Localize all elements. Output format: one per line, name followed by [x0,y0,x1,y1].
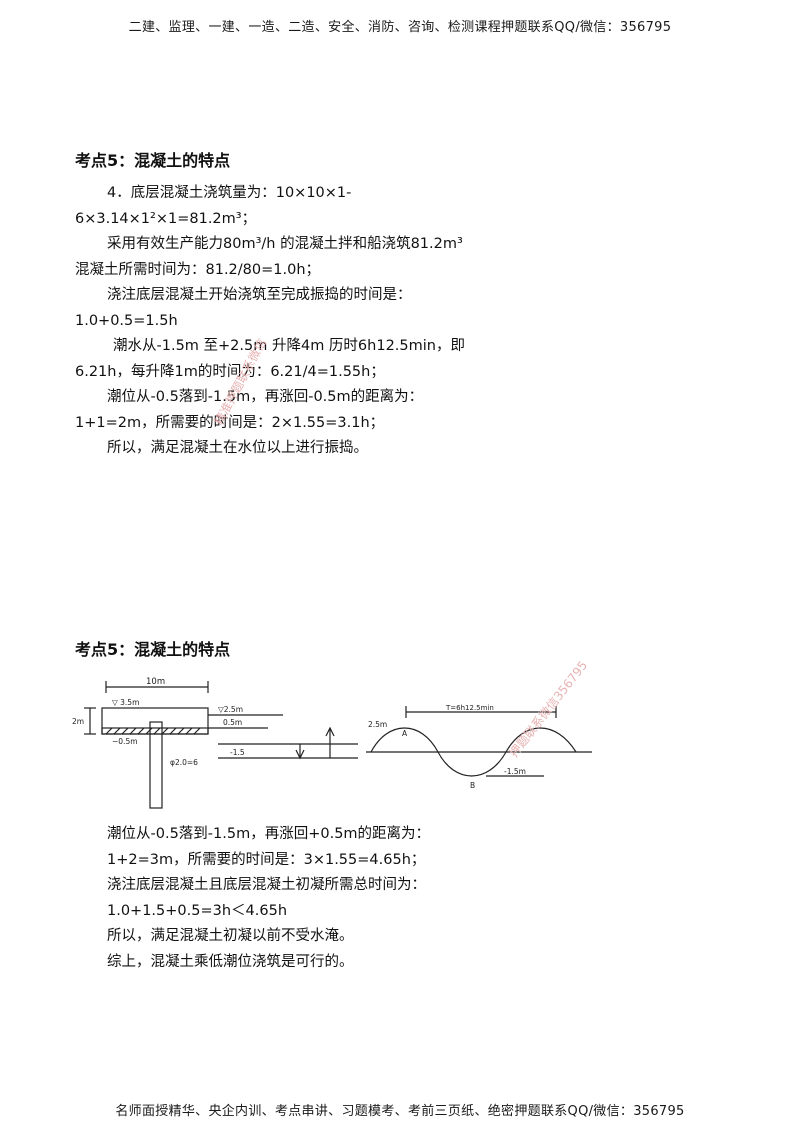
width-label: 10m [146,677,165,687]
caisson-section-figure: 10m ▽ 3.5m ▽2.5m 0.5m -1.5 −0.5m 2m φ2.0… [72,677,358,809]
point-b-label: B [470,781,475,790]
text-line: 4．底层混凝土浇筑量为：10×10×1- [107,185,352,201]
section-1-body: 4．底层混凝土浇筑量为：10×10×1- 6×3.14×1²×1=81.2m³；… [75,181,515,462]
tide-curve-figure: T=6h12.5min 2.5m -1.5m A B [366,704,592,790]
text-line: 采用有效生产能力80m³/h 的混凝土拌和船浇筑81.2m³ [107,236,463,252]
section-2-heading: 考点5：混凝土的特点 [75,640,231,659]
text-line: 1+1=2m，所需要的时间是：2×1.55=3.1h； [75,414,385,431]
section-1-heading: 考点5：混凝土的特点 [75,151,231,170]
text-line: 6.21h，每升降1m的时间为：6.21/4=1.55h； [75,363,385,380]
text-line: 浇注底层混凝土且底层混凝土初凝所需总时间为： [107,877,426,893]
level-c-label: -1.5 [230,748,245,757]
pile-label: φ2.0=6 [170,758,198,767]
text-line: 综上，混凝土乘低潮位浇筑是可行的。 [107,953,354,970]
level-b-label: 0.5m [223,718,242,727]
text-line: 1+2=3m，所需要的时间是：3×1.55=4.65h； [107,851,426,868]
level-a-label: ▽2.5m [218,705,243,714]
text-line: 1.0+0.5=1.5h [75,312,178,329]
page-header: 二建、监理、一建、一造、二造、安全、消防、咨询、检测课程押题联系QQ/微信：35… [128,20,672,35]
text-line: 所以，满足混凝土初凝以前不受水淹。 [107,928,354,944]
text-line: 所以，满足混凝土在水位以上进行振捣。 [107,440,368,456]
text-line: 1.0+1.5+0.5=3h＜4.65h [107,902,288,919]
text-line: 混凝土所需时间为：81.2/80=1.0h； [75,261,321,278]
text-line: 潮位从-0.5落到-1.5m，再涨回+0.5m的距离为： [107,826,431,842]
low-tide-label: -1.5m [504,767,526,776]
text-line: 6×3.14×1²×1=81.2m³； [75,210,257,227]
duration-label: T=6h12.5min [445,704,494,712]
tide-wave [370,727,577,777]
high-tide-label: 2.5m [368,720,387,729]
bottom-level-label: −0.5m [112,737,138,746]
height-label: 2m [72,717,84,726]
section-2-body: 潮位从-0.5落到-1.5m，再涨回+0.5m的距离为： 1+2=3m，所需要的… [107,822,430,975]
point-a-label: A [402,729,408,738]
text-line: 浇注底层混凝土开始浇筑至完成振捣的时间是： [107,287,412,303]
page-footer: 名师面授精华、央企内训、考点串讲、习题模考、考前三页纸、绝密押题联系QQ/微信：… [115,1104,685,1119]
text-line: 潮位从-0.5落到-1.5m，再涨回-0.5m的距离为： [107,389,424,405]
text-line: 潮水从-1.5m 至+2.5m 升降4m 历时6h12.5min，即 [113,338,465,354]
top-level-label: ▽ 3.5m [112,698,139,707]
